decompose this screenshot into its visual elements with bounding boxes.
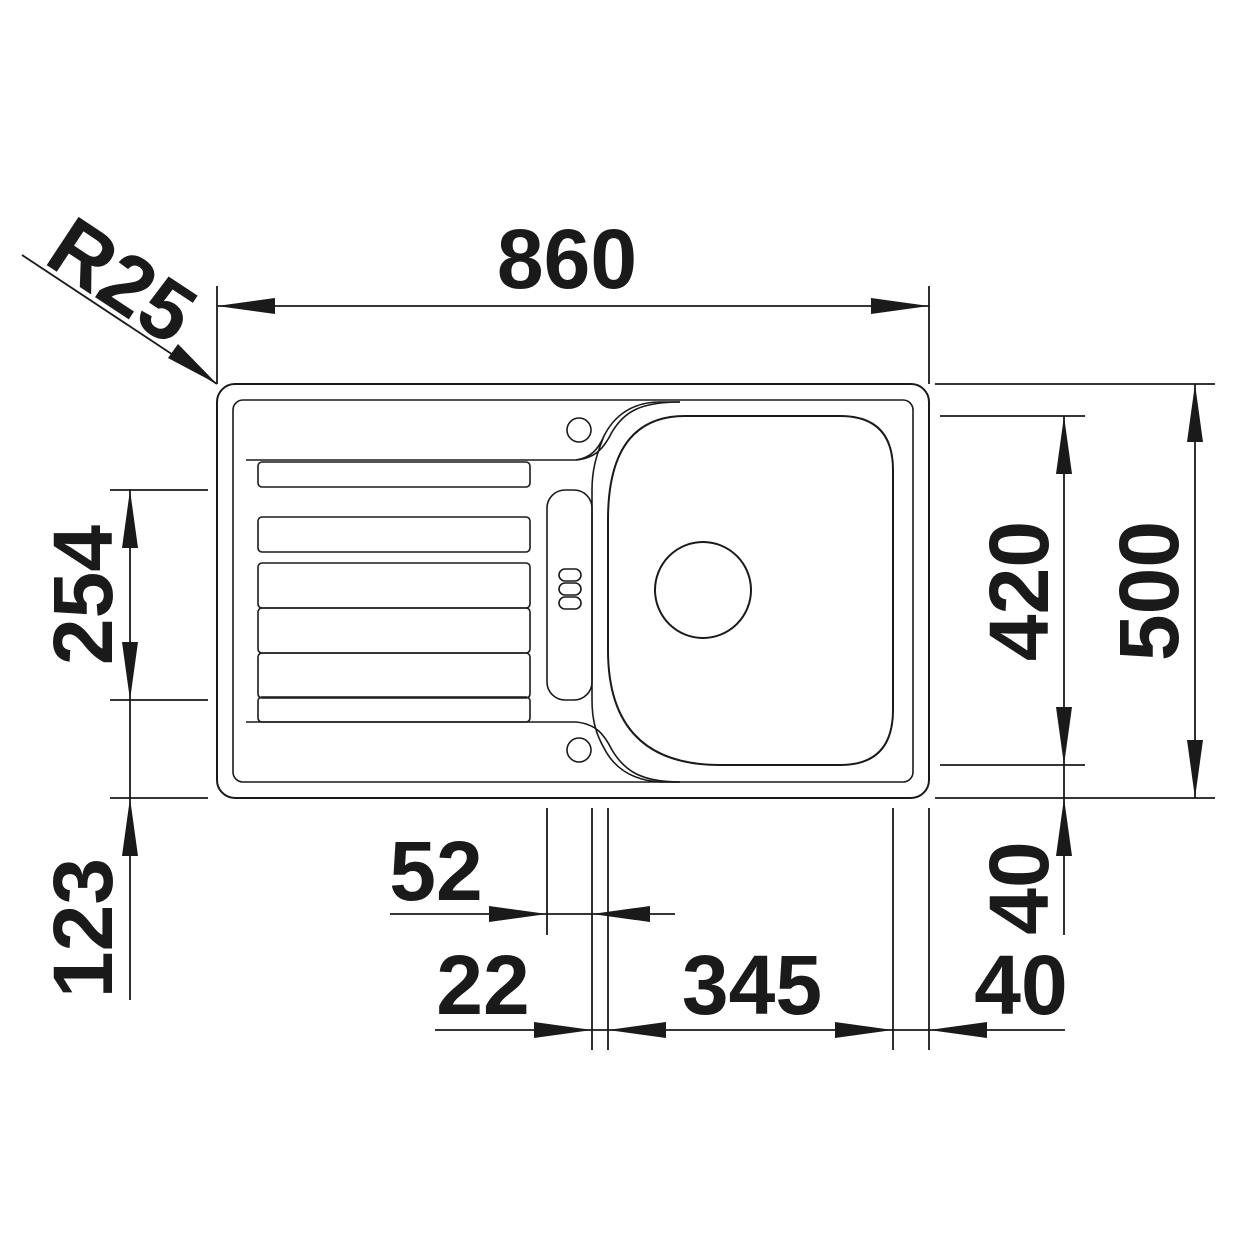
drainer-rib bbox=[257, 696, 531, 723]
label-overall-width: 860 bbox=[497, 212, 637, 306]
overflow bbox=[546, 489, 593, 701]
label-bowl-depth: 420 bbox=[972, 521, 1066, 661]
tap-hole-top-icon bbox=[566, 417, 592, 443]
label-overflow-width: 52 bbox=[389, 824, 482, 918]
tap-hole-bottom-icon bbox=[566, 737, 592, 763]
sink-outline bbox=[216, 383, 930, 799]
label-drainer-width: 254 bbox=[36, 525, 130, 665]
sink-bowl bbox=[575, 401, 894, 783]
drainer-top-edge bbox=[246, 401, 681, 461]
sink-outer-rim bbox=[216, 383, 930, 799]
label-radius: R25 bbox=[32, 199, 212, 362]
bowl-drain-icon bbox=[654, 541, 752, 639]
extension-lines bbox=[110, 286, 1215, 1050]
label-overall-depth: 500 bbox=[1102, 521, 1196, 661]
bowl-shape bbox=[607, 415, 894, 766]
label-bowl-back-offset: 40 bbox=[972, 841, 1066, 934]
drainer-rib bbox=[257, 562, 531, 609]
drainer-bottom-edge bbox=[246, 721, 681, 783]
drainer-rib bbox=[257, 652, 531, 699]
label-bowl-side-offset: 40 bbox=[974, 938, 1067, 1032]
drainer-ribs bbox=[257, 461, 531, 723]
drainer-rib bbox=[257, 516, 531, 553]
overflow-button-bottom bbox=[558, 596, 582, 610]
sink-inner-rim bbox=[232, 399, 914, 783]
overflow-button-middle bbox=[558, 582, 582, 596]
label-bowl-width: 345 bbox=[682, 938, 822, 1032]
drainer-rib bbox=[257, 461, 531, 488]
label-gap: 22 bbox=[436, 938, 529, 1032]
overflow-slot bbox=[546, 489, 593, 701]
label-front-offset: 123 bbox=[36, 858, 130, 998]
overflow-button-top bbox=[558, 568, 582, 582]
drainer-rib bbox=[257, 607, 531, 654]
